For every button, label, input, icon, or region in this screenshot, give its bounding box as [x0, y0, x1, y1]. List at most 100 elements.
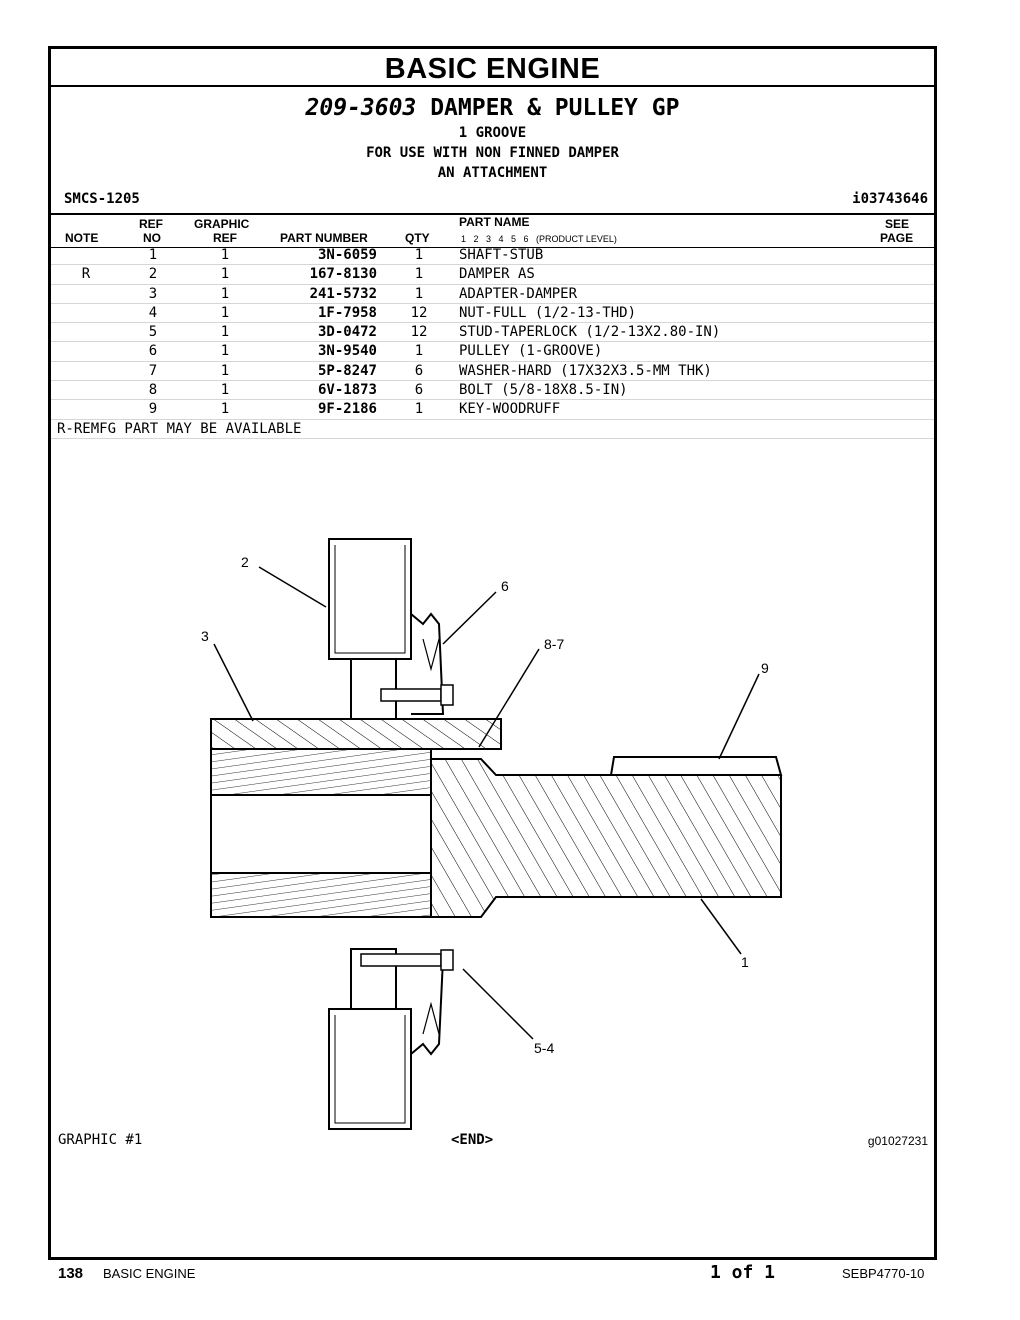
col-part-number: PART NUMBER — [280, 231, 368, 245]
col-graphic-top: GRAPHIC — [194, 217, 250, 231]
group-line-1: 1 GROOVE — [458, 125, 527, 141]
part-name-cell: SHAFT-STUB — [459, 247, 544, 263]
table-row: 1 1 3N-6059 1 SHAFT-STUB — [51, 246, 934, 266]
leader-8-7 — [478, 648, 540, 748]
footer-page-of: 1 of 1 — [710, 1262, 776, 1283]
damper-pulley-drawing: 2 6 3 8-7 9 1 5-4 — [201, 538, 783, 1130]
part-name-cell: BOLT (5/8-18X8.5-IN) — [459, 382, 628, 399]
part-number-cell: 5P-8247 — [317, 362, 377, 379]
remfg-footnote: R-REMFG PART MAY BE AVAILABLE — [51, 420, 934, 439]
graphic-ref-cell: 1 — [220, 343, 230, 360]
part-number-cell: 6V-1873 — [317, 382, 377, 399]
adapter-flange — [210, 718, 502, 750]
callout-1: 1 — [741, 954, 749, 970]
ref-cell: 7 — [148, 362, 158, 379]
damper-ring-bottom-inner — [334, 1015, 406, 1124]
footer-page-number: 138 — [58, 1265, 84, 1282]
group-name: DAMPER & PULLEY GP — [430, 95, 680, 121]
col-ref-top: REF — [139, 217, 163, 231]
callout-6: 6 — [501, 578, 509, 594]
page-frame: BASIC ENGINE 209-3603 DAMPER & PULLEY GP… — [48, 46, 937, 1260]
table-row: 3 1 241-5732 1 ADAPTER-DAMPER — [51, 285, 934, 304]
callout-9: 9 — [761, 660, 769, 676]
part-number-cell: 9F-2186 — [317, 401, 377, 418]
qty-cell: 12 — [410, 324, 428, 341]
ref-cell: 6 — [148, 343, 158, 360]
qty-cell: 6 — [414, 362, 424, 379]
nut-bottom — [440, 949, 454, 971]
pulley-groove-top — [422, 638, 440, 672]
ref-cell: 4 — [148, 304, 158, 321]
parts-table: 1 1 3N-6059 1 SHAFT-STUB R 2 1 167-8130 … — [51, 246, 934, 439]
ref-cell: 9 — [148, 401, 158, 418]
part-name-cell: KEY-WOODRUFF — [459, 401, 561, 418]
graphic-ref-cell: 1 — [220, 304, 230, 321]
graphic-ref-cell: 1 — [220, 362, 230, 379]
graphic-ref-cell: 1 — [220, 266, 230, 283]
qty-cell: 1 — [414, 401, 424, 418]
pulley-bottom — [410, 958, 445, 1056]
table-row: 6 1 3N-9540 1 PULLEY (1-GROOVE) — [51, 342, 934, 362]
damper-web-bottom — [350, 948, 397, 1009]
qty-cell: 1 — [414, 285, 424, 302]
part-number-cell: 241-5732 — [309, 285, 377, 302]
ref-cell: 5 — [148, 324, 158, 341]
table-row: 7 1 5P-8247 6 WASHER-HARD (17X32X3.5-MM … — [51, 362, 934, 382]
leader-9 — [718, 673, 760, 760]
graphic-ref-cell: 1 — [220, 285, 230, 302]
damper-ring-top-inner — [334, 545, 406, 654]
qty-cell: 12 — [410, 304, 428, 321]
callout-3: 3 — [201, 628, 209, 644]
pulley-groove-bottom — [422, 1001, 440, 1035]
hub-upper — [210, 748, 432, 796]
hub-lower — [210, 872, 432, 918]
col-note: NOTE — [65, 231, 99, 245]
leader-5-4 — [462, 968, 534, 1040]
stub-shaft — [430, 758, 782, 918]
table-row: 9 1 9F-2186 1 KEY-WOODRUFF — [51, 400, 934, 420]
part-name-cell: NUT-FULL (1/2-13-THD) — [459, 304, 637, 321]
group-line-3: AN ATTACHMENT — [437, 165, 548, 181]
woodruff-key — [609, 756, 783, 776]
damper-ring-top — [328, 538, 412, 660]
table-row: 5 1 3D-0472 12 STUD-TAPERLOCK (1/2-13X2.… — [51, 323, 934, 343]
bolt-top — [380, 688, 442, 702]
part-number-cell: 3N-6059 — [317, 247, 377, 263]
table-row: 4 1 1F-7958 12 NUT-FULL (1/2-13-THD) — [51, 304, 934, 324]
graphic-ref-cell: 1 — [220, 382, 230, 399]
ref-cell: 2 — [148, 266, 158, 283]
ref-cell: 8 — [148, 382, 158, 399]
qty-cell: 6 — [414, 382, 424, 399]
col-ref-bottom: NO — [143, 231, 161, 245]
ref-cell: 3 — [148, 285, 158, 302]
col-product-level: 1 2 3 4 5 6 (PRODUCT LEVEL) — [461, 234, 617, 244]
callout-2: 2 — [241, 554, 249, 570]
qty-cell: 1 — [414, 343, 424, 360]
qty-cell: 1 — [414, 247, 424, 263]
col-see-bottom: PAGE — [880, 231, 914, 245]
part-name-cell: WASHER-HARD (17X32X3.5-MM THK) — [459, 362, 712, 379]
note-cell: R — [81, 266, 91, 283]
damper-ring-bottom — [328, 1008, 412, 1130]
part-name-cell: DAMPER AS — [459, 266, 535, 283]
leader-3 — [213, 643, 254, 722]
end-label: <END> — [451, 1132, 494, 1148]
leader-1 — [700, 898, 742, 955]
pulley-top — [410, 612, 445, 715]
callout-8-7: 8-7 — [544, 636, 564, 652]
graphic-number: g01027231 — [867, 1134, 928, 1148]
part-number-cell: 1F-7958 — [317, 304, 377, 321]
footer-doc-number: SEBP4770-10 — [842, 1266, 925, 1281]
leader-2 — [258, 566, 327, 608]
part-number-cell: 3D-0472 — [317, 324, 377, 341]
table-row: 8 1 6V-1873 6 BOLT (5/8-18X8.5-IN) — [51, 381, 934, 401]
section-title: BASIC ENGINE — [51, 49, 934, 87]
col-part-name: PART NAME — [459, 215, 530, 229]
group-part-number: 209-3603 — [305, 95, 417, 121]
col-graphic-bottom: REF — [213, 231, 237, 245]
bolt-bottom — [360, 953, 442, 967]
group-title: 209-3603 DAMPER & PULLEY GP — [51, 95, 934, 121]
nut-top — [440, 684, 454, 706]
callout-5-4: 5-4 — [534, 1040, 554, 1056]
graphic-label: GRAPHIC #1 — [58, 1132, 143, 1148]
